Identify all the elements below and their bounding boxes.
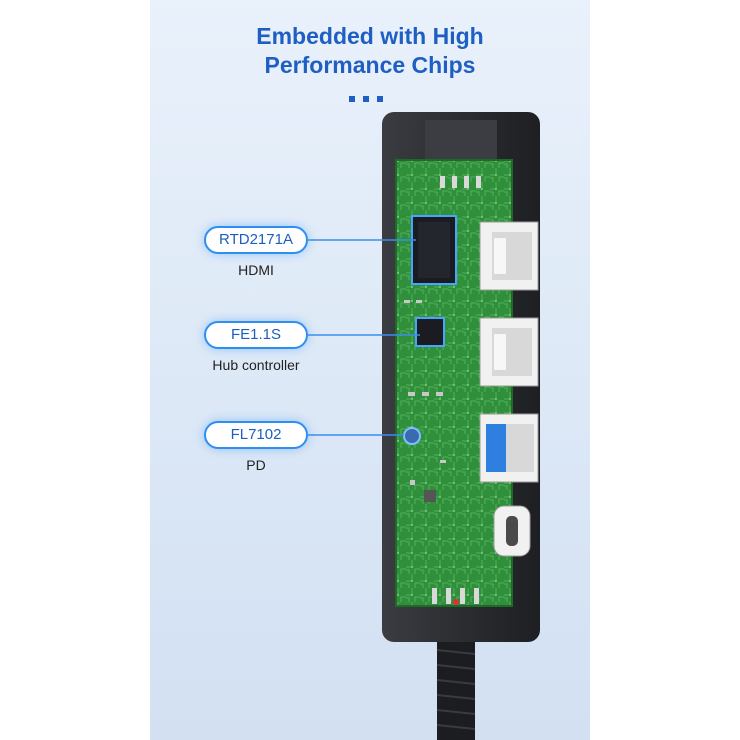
chip-function-label: HDMI	[238, 262, 274, 278]
headline-dots-decoration	[349, 89, 391, 107]
usb-a-port	[479, 221, 539, 291]
chip-rtd2171a	[411, 215, 457, 285]
chip-name-badge: FE1.1S	[204, 321, 308, 349]
chip-function-label: Hub controller	[212, 357, 300, 373]
usb-a-port-blue	[479, 413, 539, 483]
callout-chip-2: FE1.1S Hub controller	[204, 321, 308, 373]
chip-fe11s	[415, 317, 445, 347]
usb-c-port	[493, 505, 531, 557]
callout-chip-1: RTD2171A HDMI	[204, 226, 308, 278]
pcb-bottom-pins	[432, 588, 479, 605]
callout-chip-3: FL7102 PD	[204, 421, 308, 473]
headline-line-1: Embedded with High	[256, 23, 484, 49]
callout-connectors	[308, 239, 420, 436]
cable	[436, 630, 476, 740]
pcb-top-pins	[440, 176, 481, 188]
chip-name-badge: RTD2171A	[204, 226, 308, 254]
headline: Embedded with High Performance Chips	[150, 22, 590, 80]
chip-name-badge: FL7102	[204, 421, 308, 449]
headline-line-2: Performance Chips	[264, 52, 476, 78]
pcb-components	[404, 300, 446, 502]
usb-a-port	[479, 317, 539, 387]
chip-function-label: PD	[246, 457, 266, 473]
chip-fl7102	[403, 427, 421, 445]
